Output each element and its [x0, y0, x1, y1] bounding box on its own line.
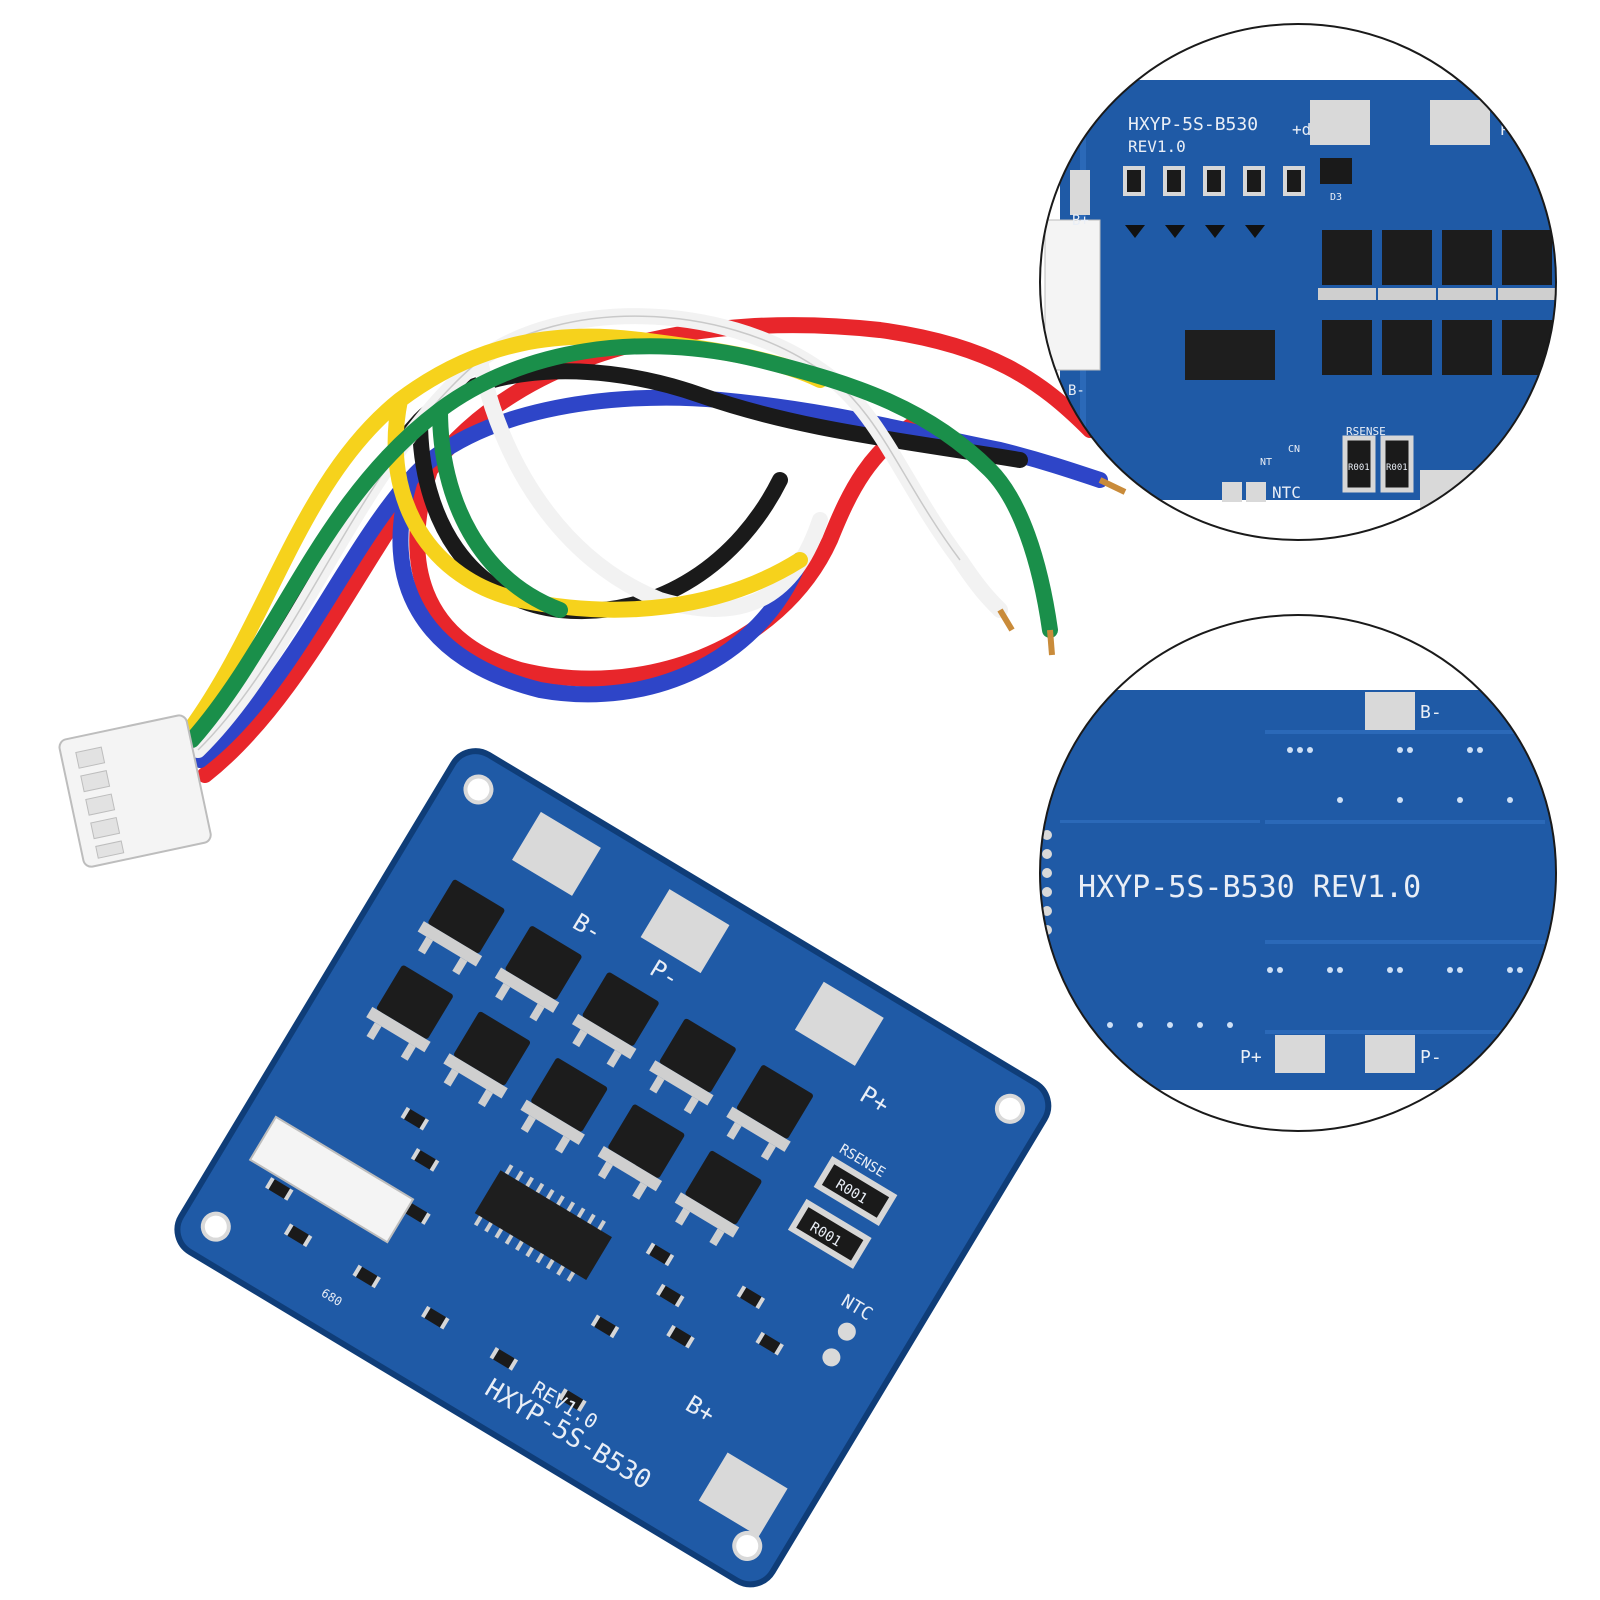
- zoom-top-ntc: NTC: [1272, 483, 1301, 502]
- wire-connector: [58, 714, 212, 868]
- zoom-bottom-pin-2: B2: [1012, 866, 1029, 882]
- zoom-bottom-p-minus: P-: [1420, 1047, 1442, 1068]
- wire-green: [184, 338, 1058, 748]
- wire-harness: [58, 308, 1127, 868]
- zoom-bottom-pin-5: B+: [1012, 923, 1029, 939]
- zoom-bottom-model-rev: HXYP-5S-B530 REV1.0: [1078, 870, 1421, 905]
- zoom-top-model: HXYP-5S-B530: [1128, 114, 1258, 135]
- zoom-bottom-p-plus: P+: [1240, 1047, 1262, 1068]
- zoom-top-b-minus: B-: [1068, 383, 1085, 399]
- pcb-board: B- P- P+ B+ NTC RSENSE R001 R001 680 HXY…: [174, 748, 1052, 1588]
- zoom-top-r001-b: R001: [1386, 463, 1408, 473]
- zoom-bottom-pin-1: B1: [1012, 847, 1029, 863]
- zoom-top-d3: D3: [1330, 192, 1342, 203]
- zoom-bottom-b-minus: B-: [1420, 702, 1442, 723]
- wire-white-outline: [197, 315, 961, 751]
- zoom-circle-bottom: B- HXYP-5S-B530 REV1.0 B- B1 B2 B3 B4 B+…: [1012, 614, 1557, 1132]
- zoom-circle-top: HXYP-5S-B530 REV1.0 +d P- B+ B- D3 RSENS…: [1039, 23, 1557, 541]
- zoom-top-p-plus: +d: [1292, 120, 1311, 139]
- zoom-bottom-pin-0: B-: [1012, 828, 1029, 844]
- wire-red: [197, 317, 1098, 783]
- zoom-bottom-pin-3: B3: [1012, 885, 1029, 901]
- zoom-bottom-pin-4: B4: [1012, 904, 1029, 920]
- zoom-top-r001-a: R001: [1348, 463, 1370, 473]
- zoom-top-b-plus: B+: [1072, 213, 1089, 229]
- zoom-top-rsense: RSENSE: [1346, 425, 1386, 438]
- zoom-top-cn: CN: [1288, 444, 1300, 455]
- zoom-top-nt: NT: [1260, 457, 1272, 468]
- zoom-top-revision: REV1.0: [1128, 137, 1186, 156]
